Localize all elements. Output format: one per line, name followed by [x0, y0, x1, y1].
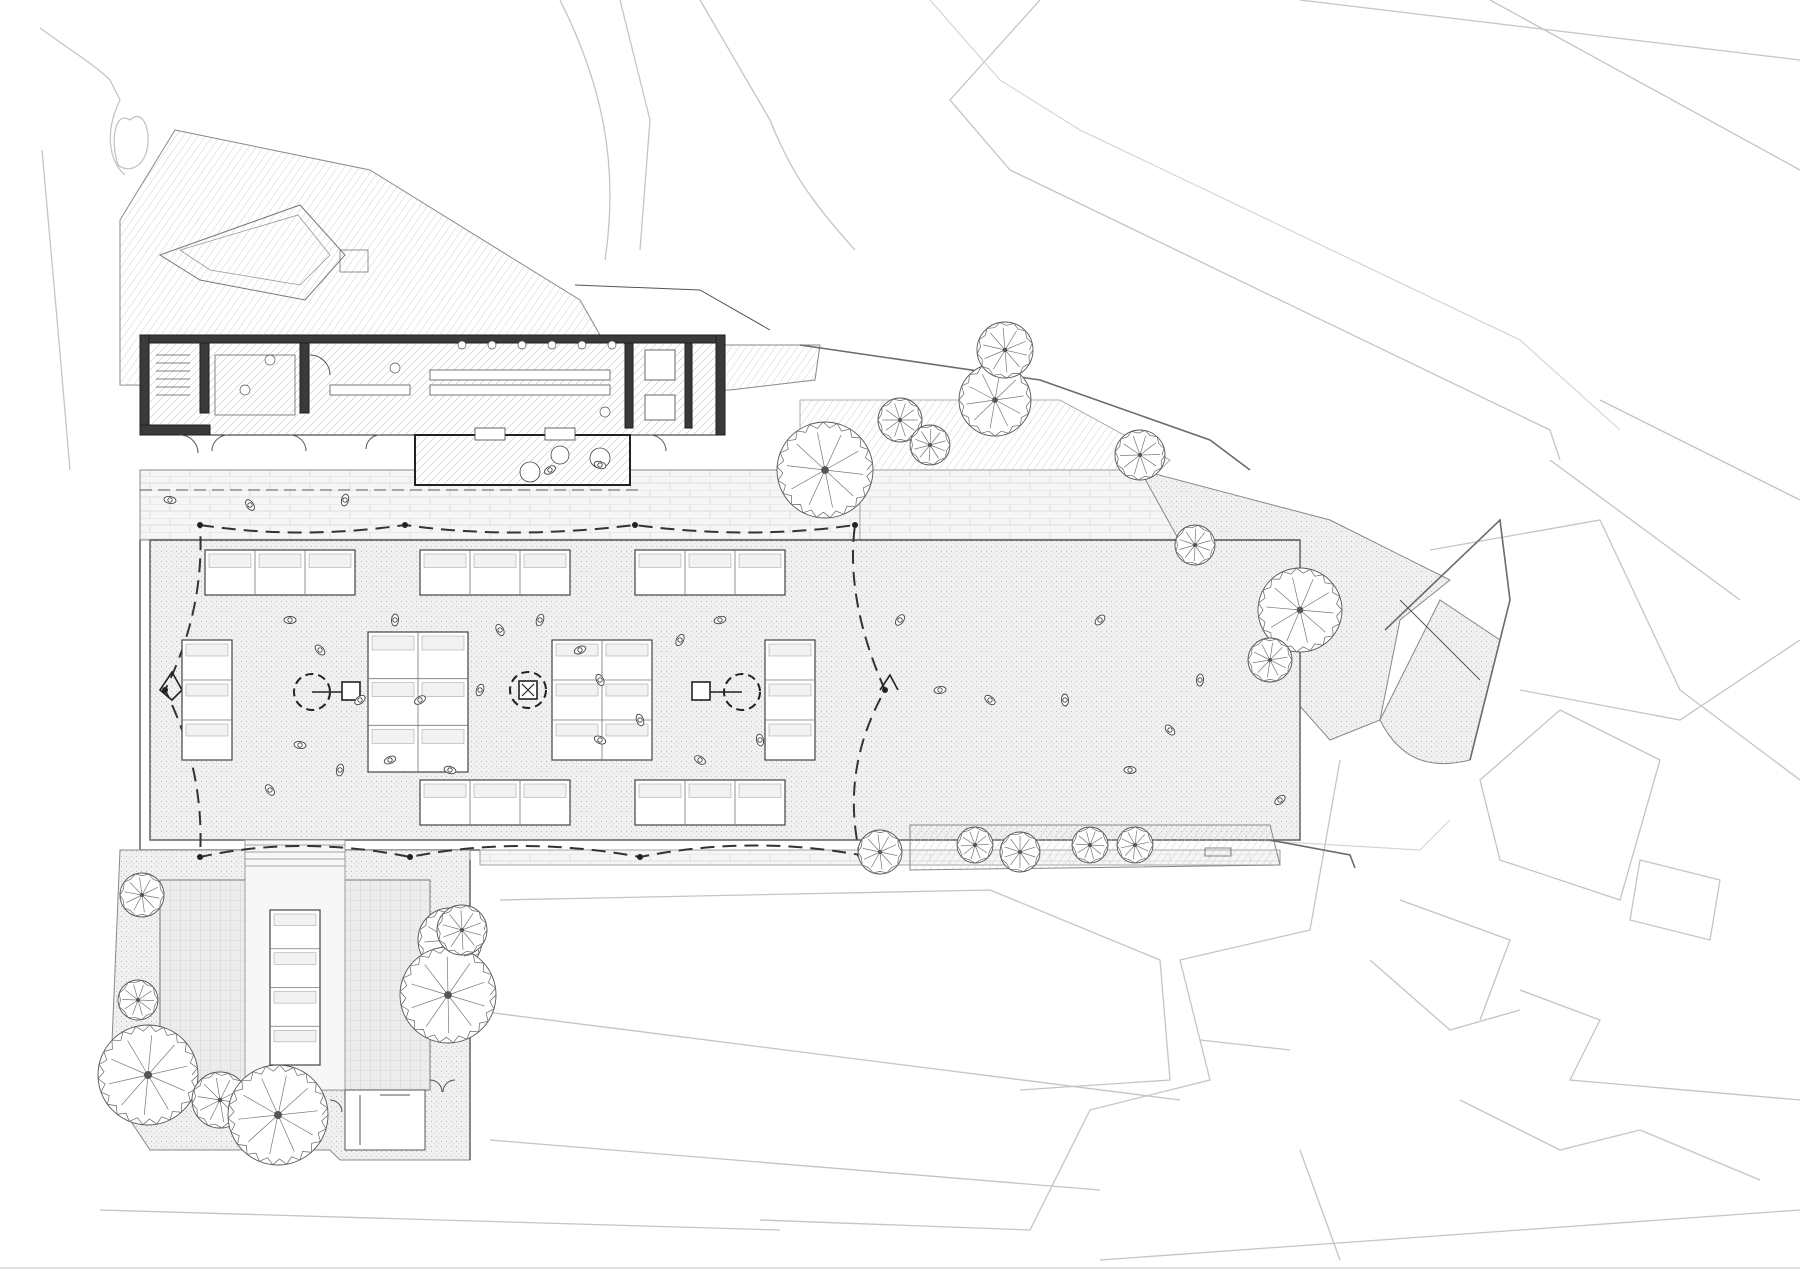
person-figure	[984, 694, 996, 706]
tree-tree-east-1	[976, 321, 1034, 379]
person-figure	[414, 695, 426, 705]
tree-tree-ne-3	[1116, 826, 1154, 864]
people-figures	[163, 460, 1286, 806]
tree-tree-nw-cluster	[877, 397, 923, 443]
person-figure	[354, 694, 366, 706]
person-figure	[755, 733, 765, 747]
stall-left-column	[181, 639, 233, 761]
tree-tree-east-1	[119, 872, 165, 918]
person-figure	[573, 645, 587, 655]
person-figure	[1164, 724, 1176, 736]
canopy-masts	[293, 671, 761, 711]
tree-tree-nw-cluster	[227, 1064, 329, 1166]
person-figure	[595, 673, 605, 687]
person-figure	[593, 460, 607, 470]
mast-east	[691, 673, 761, 711]
tree-tree-south-row	[399, 946, 497, 1044]
person-figure	[1123, 766, 1137, 774]
context-lines	[39, 0, 1800, 1261]
person-figure	[475, 683, 485, 697]
person-figure	[1196, 673, 1204, 687]
stall-lower-court	[269, 909, 321, 1066]
stall-top-left	[204, 549, 356, 596]
tree-tree-east-2	[1114, 429, 1166, 481]
tree-tree-ne-2	[776, 421, 874, 519]
person-figure	[383, 755, 397, 765]
person-figure	[265, 784, 275, 796]
tree-tree-ne-1	[999, 831, 1041, 873]
person-figure	[1274, 794, 1286, 806]
person-figure	[535, 613, 545, 627]
mast-west	[293, 673, 361, 711]
tree-tree-ne-1	[909, 424, 951, 466]
tree-tree-south-row	[1174, 524, 1216, 566]
tree-tree-sw-3	[857, 829, 903, 875]
person-figure	[340, 493, 350, 507]
person-figure	[694, 755, 706, 765]
person-figure	[593, 735, 607, 745]
person-figure	[293, 740, 307, 750]
person-figure	[443, 765, 457, 775]
main-building	[139, 334, 726, 491]
person-figure	[1094, 614, 1106, 626]
person-figure	[245, 499, 255, 511]
stall-top-center	[419, 549, 571, 596]
trees	[97, 321, 1343, 1166]
mast-center	[509, 671, 547, 709]
tree-tree-sw-1	[1257, 567, 1343, 653]
person-figure	[495, 623, 505, 637]
person-figure	[675, 634, 685, 646]
person-figure	[1061, 693, 1069, 707]
person-figure	[635, 713, 645, 727]
tree-tree-ne-3	[958, 363, 1032, 437]
person-figure	[933, 685, 947, 695]
person-figure	[283, 616, 297, 624]
person-figure	[895, 614, 905, 626]
stall-top-right	[634, 549, 786, 596]
person-figure	[163, 495, 177, 505]
nw-terrace	[119, 129, 1251, 471]
tree-tree-sw-2	[1247, 637, 1293, 683]
person-figure	[314, 644, 326, 656]
tree-tree-sw-1	[117, 979, 159, 1021]
tree-tree-sw-2	[97, 1024, 199, 1126]
person-figure	[391, 613, 399, 627]
tree-tree-ne-2	[1071, 826, 1109, 864]
stall-bottom-center	[419, 779, 571, 826]
person-figure	[713, 615, 727, 625]
stall-right-column	[764, 639, 816, 761]
tree-tree-ne-1	[436, 904, 488, 956]
tree-tree-nw-cluster	[956, 826, 994, 864]
person-figure	[335, 763, 345, 777]
stall-bottom-right	[634, 779, 786, 826]
person-figure	[544, 465, 556, 475]
plaza-paving	[139, 399, 1511, 765]
